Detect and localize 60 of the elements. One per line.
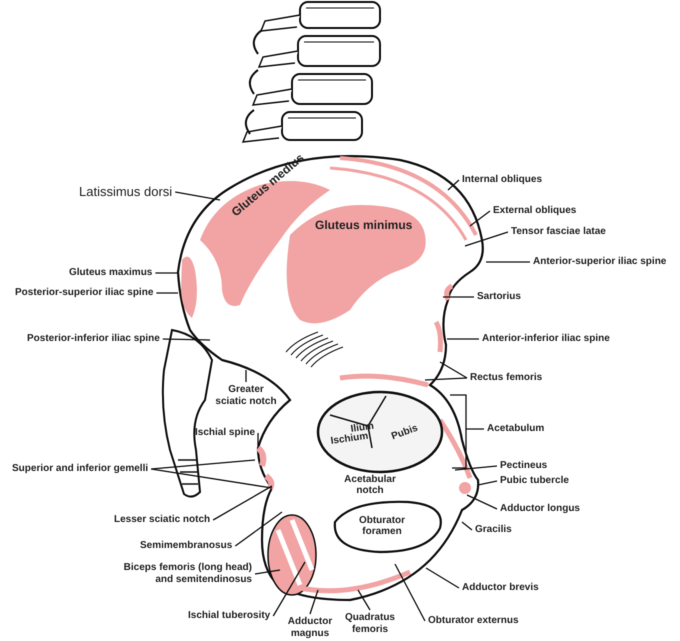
leader-line <box>151 468 272 489</box>
anatomy-label: Greater sciatic notch <box>214 384 278 408</box>
anatomy-label: Posterior-inferior iliac spine <box>27 333 160 345</box>
leader-line <box>462 522 472 530</box>
anatomy-label: Adductor magnus <box>282 616 338 640</box>
leader-line <box>245 370 247 382</box>
leader-line <box>309 590 319 614</box>
anatomy-label: Sartorius <box>477 291 521 303</box>
anatomy-label: Gluteus maximus <box>69 267 152 279</box>
region-label: Obturator foramen <box>358 515 406 537</box>
leader-line <box>454 465 498 471</box>
leader-line <box>257 433 259 446</box>
leader-line <box>448 180 460 190</box>
anatomy-label: Anterior-inferior iliac spine <box>482 333 610 345</box>
anatomy-label: Pubic tubercle <box>500 475 569 487</box>
leader-line <box>212 485 272 521</box>
leader-line <box>478 480 498 486</box>
anatomy-label: Adductor longus <box>500 503 580 515</box>
anatomy-label: Acetabulum <box>487 423 544 435</box>
anatomy-label: Adductor brevis <box>462 582 539 594</box>
leader-line <box>440 361 468 379</box>
leader-line <box>394 564 426 622</box>
leader-line <box>254 569 280 575</box>
leader-line <box>426 567 460 589</box>
leader-line <box>449 394 485 469</box>
anatomy-label: Lesser sciatic notch <box>114 514 210 526</box>
anatomy-label: Ischial spine <box>195 427 256 439</box>
leader-line <box>162 338 210 341</box>
region-label: Pubis <box>390 422 420 442</box>
anatomy-label: Tensor fasciae latae <box>511 226 606 238</box>
anatomy-label: Ischial tuberosity <box>188 610 270 622</box>
anatomy-label: Internal obliques <box>462 174 542 186</box>
leader-line <box>486 261 530 263</box>
anatomy-label: Latissimus dorsi <box>79 184 172 200</box>
anatomy-label: Biceps femoris (long head) and semitendinosus <box>112 562 252 586</box>
leader-line <box>470 210 490 227</box>
leader-line <box>464 231 508 247</box>
region-label: Gluteus minimus <box>315 220 412 231</box>
leader-line <box>155 272 178 274</box>
anatomy-label: Semimembranosus <box>140 540 232 552</box>
anatomy-label: Anterior-superior iliac spine <box>533 256 666 268</box>
leader-line <box>466 494 498 510</box>
anatomy-label: Obturator externus <box>428 615 519 627</box>
leader-line <box>447 338 479 340</box>
leader-line <box>151 459 256 470</box>
anatomy-label: Pectineus <box>500 460 548 472</box>
anatomy-label: Posterior-superior iliac spine <box>15 287 154 299</box>
anatomy-label: External obliques <box>493 205 576 217</box>
anatomy-label: Quadratus femoris <box>340 612 400 636</box>
leader-line <box>424 377 468 381</box>
leader-line <box>156 292 178 294</box>
anatomy-label: Superior and inferior gemelli <box>12 463 148 475</box>
leader-line <box>357 590 371 610</box>
leader-line <box>272 562 306 616</box>
anatomy-label: Gracilis <box>475 524 512 536</box>
leader-line <box>234 511 282 547</box>
anatomy-label: Rectus femoris <box>470 372 542 384</box>
region-label: Acetabular notch <box>343 474 397 496</box>
leader-line <box>175 191 220 201</box>
leader-line <box>443 296 474 298</box>
